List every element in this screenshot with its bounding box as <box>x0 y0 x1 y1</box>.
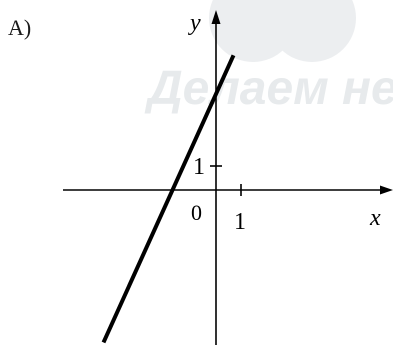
origin-label: 0 <box>191 200 202 225</box>
y-axis-arrowhead <box>211 10 221 24</box>
panel-label: А) <box>8 15 31 40</box>
watermark: Делаем нев <box>144 0 393 115</box>
x-axis-label: x <box>369 205 381 231</box>
x-tick-label-1: 1 <box>234 209 246 235</box>
watermark-circle <box>268 0 356 62</box>
y-tick-label-1: 1 <box>193 154 205 180</box>
x-axis-arrowhead <box>380 185 393 195</box>
y-axis-label: y <box>188 10 201 36</box>
series-line <box>101 54 236 344</box>
watermark-text: Делаем нев <box>144 62 393 115</box>
